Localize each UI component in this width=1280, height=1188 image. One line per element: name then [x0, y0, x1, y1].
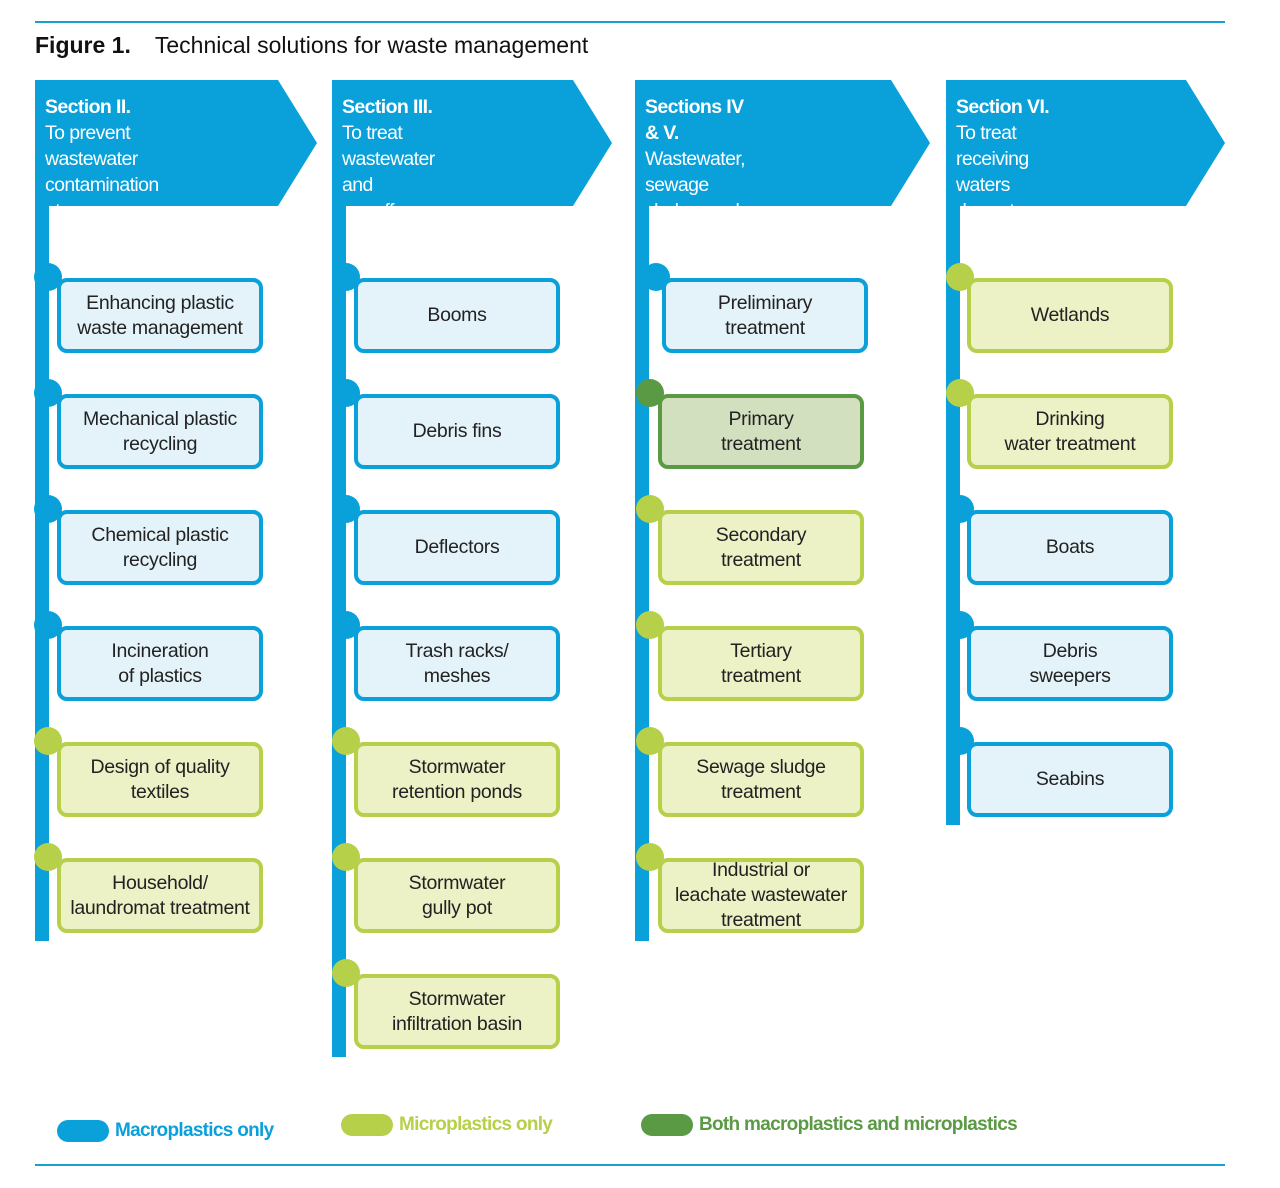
column-spine [35, 205, 49, 941]
solution-box: Drinking water treatment [967, 394, 1173, 469]
section-title: Section II. [45, 96, 131, 118]
header-arrow-shape [35, 80, 317, 206]
legend-label-macro: Macroplastics only [115, 1120, 274, 1141]
figure-caption: Technical solutions for waste management [154, 32, 589, 58]
legend-label-both: Both macroplastics and microplastics [699, 1114, 1018, 1135]
solution-box: Stormwater infiltration basin [354, 974, 560, 1049]
solution-box: Seabins [967, 742, 1173, 817]
solution-box: Boats [967, 510, 1173, 585]
legend-swatch-macro [57, 1120, 109, 1142]
column-spine [635, 205, 649, 941]
solution-box: Incineration of plastics [57, 626, 263, 701]
solution-box: Design of quality textiles [57, 742, 263, 817]
header-arrow-shape [946, 80, 1225, 206]
legend-label-micro: Microplastics only [399, 1114, 553, 1135]
header-arrow-shape [332, 80, 612, 206]
solution-box: Enhancing plastic waste management [57, 278, 263, 353]
section-subtitle: To treat receiving waters downstream of … [956, 122, 1057, 300]
solution-box: Booms [354, 278, 560, 353]
legend-item-macro: Macroplastics only [57, 1120, 274, 1142]
solution-box: Wetlands [967, 278, 1173, 353]
solution-box: Mechanical plastic recycling [57, 394, 263, 469]
figure-title: Figure 1. Technical solutions for waste m… [35, 32, 588, 59]
figure-number: Figure 1. [35, 32, 131, 58]
bottom-rule [35, 1164, 1225, 1166]
section-subtitle: Wastewater, sewage sludge, and landfill … [645, 148, 748, 326]
solution-box: Stormwater retention ponds [354, 742, 560, 817]
solution-box: Industrial or leachate wastewater treatm… [658, 858, 864, 933]
solution-box: Debris sweepers [967, 626, 1173, 701]
solution-box: Trash racks/ meshes [354, 626, 560, 701]
solution-box: Stormwater gully pot [354, 858, 560, 933]
solution-box: Secondary treatment [658, 510, 864, 585]
top-rule [35, 21, 1225, 23]
solution-box: Sewage sludge treatment [658, 742, 864, 817]
section-title: Section VI. [956, 96, 1050, 118]
solution-box: Deflectors [354, 510, 560, 585]
solution-box: Debris fins [354, 394, 560, 469]
legend-swatch-both [641, 1114, 693, 1136]
header-arrow-shape [635, 80, 930, 206]
legend-item-both: Both macroplastics and microplastics [641, 1114, 1018, 1136]
section-title: Section III. [342, 96, 433, 118]
solution-box: Tertiary treatment [658, 626, 864, 701]
solution-box: Preliminary treatment [662, 278, 868, 353]
section-title: Sections IV & V. [645, 96, 744, 144]
legend-swatch-micro [341, 1114, 393, 1136]
solution-box: Chemical plastic recycling [57, 510, 263, 585]
solution-box: Household/ laundromat treatment [57, 858, 263, 933]
legend-item-micro: Microplastics only [341, 1114, 553, 1136]
section-subtitle: To prevent wastewater contamination at t… [45, 122, 159, 248]
solution-box: Primary treatment [658, 394, 864, 469]
